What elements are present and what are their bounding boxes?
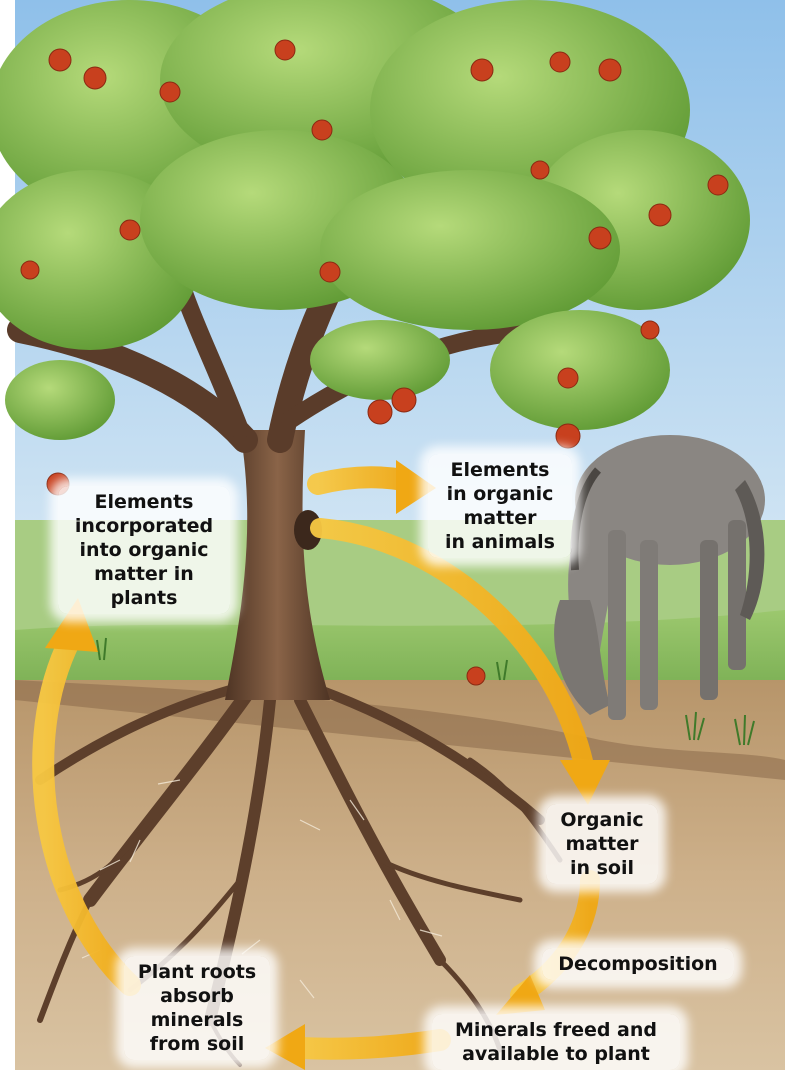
label-animals: Elements in organic matter in animals: [428, 454, 572, 558]
label-soil-organic: Organic matter in soil: [546, 804, 658, 884]
label-minerals-freed: Minerals freed and available to plant: [432, 1014, 680, 1070]
label-plants: Elements incorporated into organic matte…: [58, 486, 230, 614]
label-roots-absorb: Plant roots absorb minerals from soil: [124, 956, 270, 1060]
arrow-minerals-to-roots: [300, 1040, 440, 1049]
arrow-plants-to-animals: [318, 477, 404, 484]
label-decomposition: Decomposition: [542, 948, 734, 980]
